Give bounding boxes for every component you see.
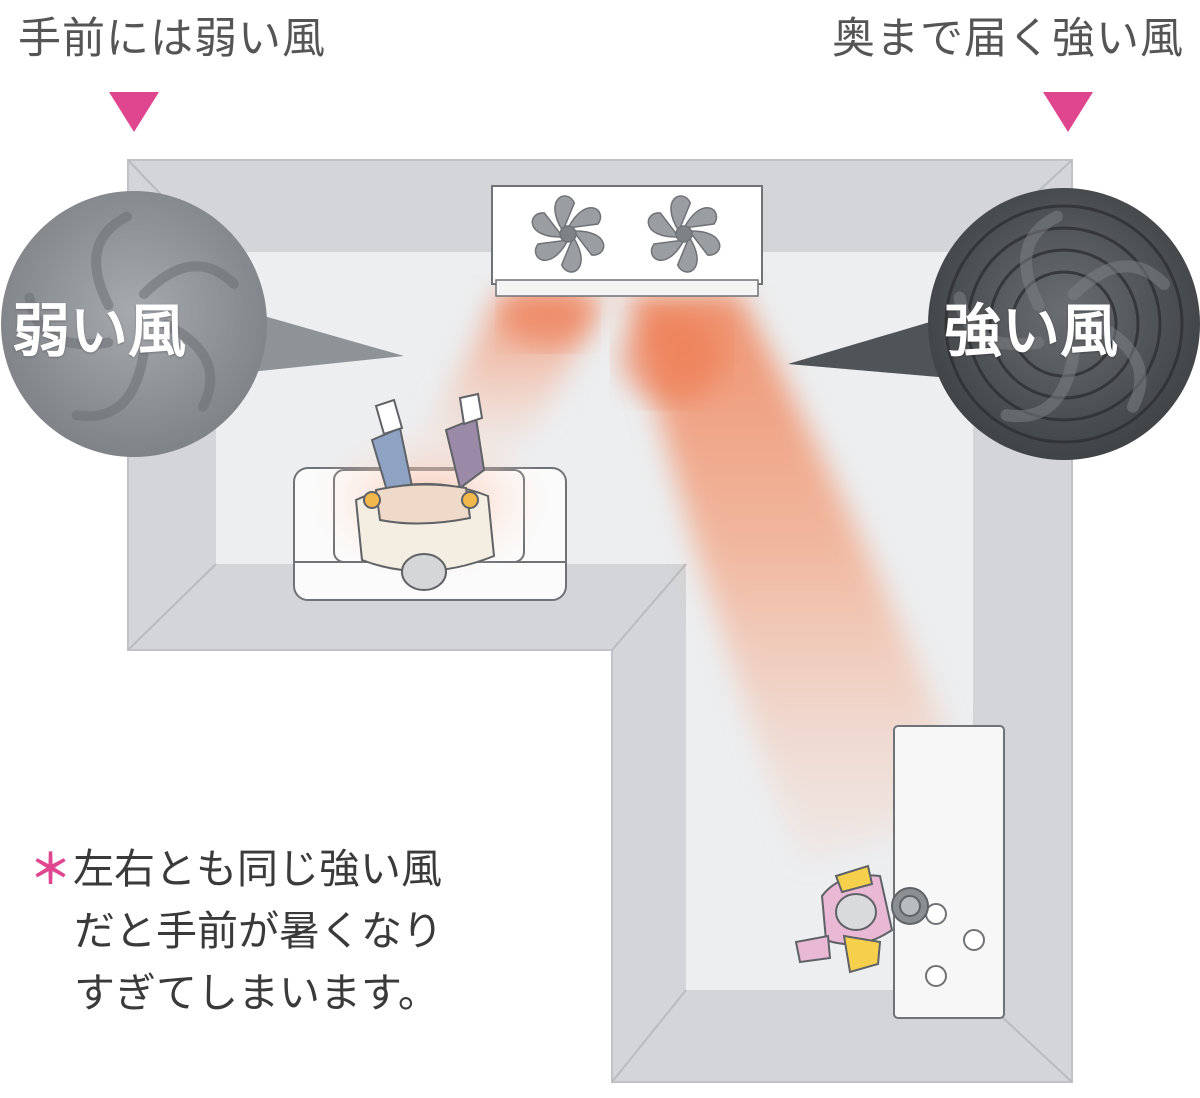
weak-fan-blades-icon bbox=[24, 211, 239, 422]
ac-left-fan-icon bbox=[531, 195, 605, 273]
footnote-line-3: すぎてしまいます。 bbox=[74, 969, 439, 1017]
footnote-line-2: だと手前が暑くなり bbox=[74, 907, 443, 955]
asterisk-icon: ＊ bbox=[30, 845, 71, 893]
footnote-text-1: 左右とも同じ強い風 bbox=[73, 845, 442, 893]
air-conditioner bbox=[491, 185, 763, 297]
strong-airflow-core bbox=[620, 314, 724, 402]
footnote-line-1: ＊左右とも同じ強い風 bbox=[30, 838, 590, 900]
ac-right-fan-icon bbox=[647, 195, 721, 273]
weak-fan-bubble bbox=[1, 191, 404, 457]
sofa-person bbox=[354, 392, 496, 591]
weak-fan-label: 弱い風 bbox=[12, 297, 187, 365]
kitchen-counter bbox=[893, 725, 1005, 1019]
kitchen-person bbox=[794, 864, 929, 974]
weak-wind-heading: 手前には弱い風 bbox=[18, 14, 326, 64]
footnote: ＊左右とも同じ強い風 だと手前が暑くなり すぎてしまいます。 bbox=[30, 838, 590, 1024]
strong-fan-bubble bbox=[788, 188, 1200, 460]
strong-wind-heading: 奥まで届く強い風 bbox=[832, 14, 1184, 64]
strong-marker-triangle bbox=[1043, 92, 1093, 132]
strong-fan-blades-icon bbox=[953, 210, 1170, 423]
strong-fan-label: 強い風 bbox=[944, 297, 1119, 365]
weak-marker-triangle bbox=[109, 92, 159, 132]
strong-airflow-beam bbox=[628, 292, 968, 860]
weak-airflow-core bbox=[504, 288, 592, 348]
